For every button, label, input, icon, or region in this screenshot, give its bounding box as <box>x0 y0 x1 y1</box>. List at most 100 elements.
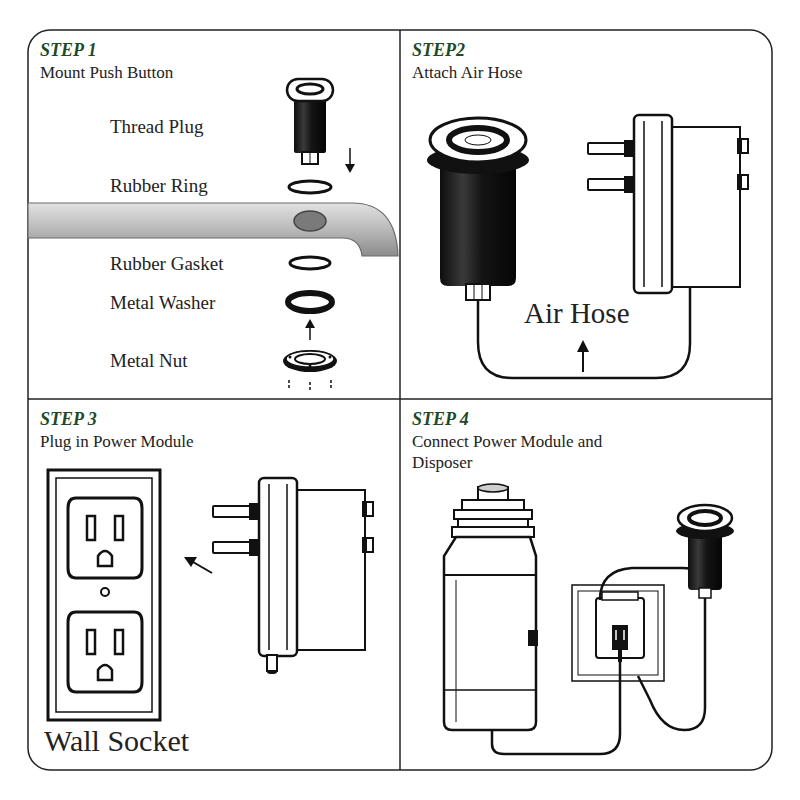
step-heading: STEP 1 <box>40 40 388 60</box>
wall-socket <box>48 470 160 720</box>
countertop <box>28 203 398 256</box>
wall-plate <box>572 585 664 681</box>
wall-socket <box>48 470 160 720</box>
thread-plug <box>294 98 326 153</box>
push-button <box>430 118 526 162</box>
step-panel: STEP 4Connect Power Module and Disposer <box>400 399 772 770</box>
wall-socket <box>87 516 95 540</box>
wiring <box>492 662 620 754</box>
up-arrow <box>305 319 315 340</box>
step-panel: STEP 3Plug in Power Module <box>28 399 400 770</box>
wall-socket <box>56 478 152 712</box>
countertop <box>294 211 326 231</box>
step-heading: STEP2 <box>412 40 760 60</box>
push-button <box>474 284 475 300</box>
panel-frame <box>28 30 772 770</box>
garbage-disposer <box>528 630 538 646</box>
push-button <box>678 505 732 531</box>
step-heading: STEP 3 <box>40 409 388 429</box>
garbage-disposer <box>456 580 457 722</box>
wall-socket <box>98 665 112 680</box>
up-arrow <box>577 340 589 372</box>
step-instruction: Attach Air Hose <box>412 62 742 83</box>
wall-plate <box>615 630 617 640</box>
garbage-disposer <box>444 574 536 576</box>
metal-nut <box>283 350 337 392</box>
down-arrow <box>349 148 351 166</box>
push-button <box>699 588 711 598</box>
step-heading: STEP 4 <box>412 409 760 429</box>
countertop <box>28 203 398 256</box>
insert-arrow <box>184 557 197 567</box>
metal-nut <box>309 382 311 392</box>
garbage-disposer <box>454 510 532 519</box>
step-panel: STEP2Attach Air Hose <box>400 30 772 399</box>
part-label: Rubber Gasket <box>110 252 223 275</box>
wiring <box>638 598 705 730</box>
thread-plug <box>310 152 311 164</box>
push-button <box>466 284 490 300</box>
thread-plug <box>287 79 333 101</box>
metal-nut <box>329 356 332 359</box>
panel-frame <box>28 398 772 400</box>
part-label: Thread Plug <box>110 115 203 138</box>
metal-nut <box>288 380 290 390</box>
garbage-disposer <box>444 484 538 730</box>
wall-plate <box>612 625 628 662</box>
garbage-disposer <box>462 500 524 510</box>
part-label: Rubber Ring <box>110 174 208 197</box>
metal-nut <box>283 350 337 372</box>
panel-frame <box>399 30 401 770</box>
garbage-disposer <box>444 537 536 730</box>
panel-frame <box>28 30 772 770</box>
up-arrow <box>309 326 311 340</box>
wall-socket <box>115 516 123 540</box>
power-module <box>588 115 748 293</box>
garbage-disposer <box>452 527 534 537</box>
part-label: Metal Washer <box>110 291 215 314</box>
thread-plug <box>302 152 318 164</box>
garbage-disposer <box>458 519 528 527</box>
wall-socket <box>98 551 112 566</box>
air-hose <box>478 287 690 378</box>
metal-nut <box>309 365 312 368</box>
metal-nut <box>295 354 325 364</box>
wall-socket <box>115 630 123 654</box>
push-button <box>440 160 516 286</box>
metal-nut <box>330 380 332 390</box>
insert-arrow <box>184 557 212 573</box>
push-button <box>427 118 529 300</box>
push-button <box>482 284 483 300</box>
rubber-gasket <box>290 257 330 269</box>
wall-plate <box>602 592 638 600</box>
metal-washer <box>288 293 332 311</box>
push-button <box>449 128 507 152</box>
wall-plate <box>572 585 664 681</box>
up-arrow <box>582 350 584 372</box>
push-button <box>676 505 734 598</box>
garbage-disposer <box>478 484 508 492</box>
down-arrow <box>345 164 355 173</box>
up-arrow <box>305 319 315 328</box>
garbage-disposer <box>444 689 536 691</box>
wall-socket <box>101 588 109 596</box>
part-label: Air Hose <box>524 296 630 331</box>
step-instruction: Mount Push Button <box>40 62 370 83</box>
wall-socket <box>68 498 142 578</box>
part-label: Wall Socket <box>44 723 189 759</box>
wall-plate <box>623 630 625 640</box>
step-instruction: Plug in Power Module <box>40 431 370 452</box>
step-instruction: Connect Power Module and Disposer <box>412 431 642 473</box>
insert-arrow <box>193 562 212 573</box>
power-module <box>213 478 373 656</box>
wall-socket <box>68 612 142 692</box>
push-button <box>465 135 491 145</box>
wiring <box>492 568 705 754</box>
push-button <box>689 511 721 525</box>
metal-nut <box>286 351 334 367</box>
hose-nozzle <box>267 670 277 674</box>
rubber-ring <box>289 181 331 193</box>
wall-plate <box>578 591 658 675</box>
hose-nozzle <box>267 655 277 671</box>
